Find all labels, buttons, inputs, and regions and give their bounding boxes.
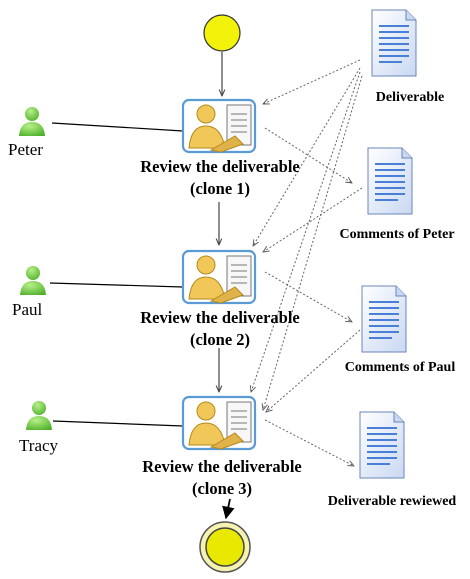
document-icon <box>371 9 417 77</box>
task-2-label-line1: Review the deliverable <box>140 308 299 327</box>
task-3-label-line1: Review the deliverable <box>142 457 301 476</box>
sequence-flows <box>219 52 222 392</box>
flow-task3-to-end <box>222 498 235 520</box>
document-label: Deliverable rewiewed <box>328 494 457 509</box>
actor-paul[interactable]: Paul <box>12 266 46 319</box>
actor-label: Paul <box>12 300 43 319</box>
document-deliverable-reviewed[interactable]: Deliverable rewiewed <box>328 411 457 509</box>
task-3-label-line2: (clone 3) <box>192 479 252 498</box>
document-comments-peter[interactable]: Comments of Peter <box>339 147 455 242</box>
actor-label: Peter <box>8 140 43 159</box>
tracy-line <box>52 420 184 427</box>
assoc-comments-paul-to-task3 <box>266 329 361 412</box>
task-icon-3[interactable] <box>181 395 257 451</box>
task-icon-1[interactable] <box>181 98 257 154</box>
document-icon <box>359 411 405 479</box>
document-icon <box>367 147 413 215</box>
user-icon <box>26 401 52 430</box>
document-label: Comments of Peter <box>339 227 454 242</box>
data-associations <box>251 59 363 466</box>
end-event[interactable] <box>199 521 251 573</box>
task-icon-2[interactable] <box>181 249 257 305</box>
paul-line <box>49 282 184 288</box>
actor-peter[interactable]: Peter <box>8 107 45 159</box>
start-event[interactable] <box>203 14 241 52</box>
assoc-deliverable-to-task3 <box>251 71 361 392</box>
assoc-task2-to-comments-paul <box>264 271 352 322</box>
peter-line <box>51 122 184 132</box>
assoc-task3-to-deliverable-reviewed <box>264 419 354 466</box>
document-label: Deliverable <box>376 90 444 105</box>
actor-tracy[interactable]: Tracy <box>19 401 59 455</box>
actor-label: Tracy <box>19 436 59 455</box>
assoc-deliverable-to-task1 <box>263 59 361 104</box>
task-1-label-line2: (clone 1) <box>190 179 250 198</box>
document-icon <box>361 285 407 353</box>
document-deliverable[interactable]: Deliverable <box>371 9 444 105</box>
task-2-label-line2: (clone 2) <box>190 330 250 349</box>
actor-lines <box>49 122 184 427</box>
assoc-deliverable-to-task2 <box>253 67 361 246</box>
task-1-label-line1: Review the deliverable <box>140 157 299 176</box>
document-label: Comments of Paul <box>345 360 456 375</box>
document-comments-paul[interactable]: Comments of Paul <box>345 285 456 375</box>
user-icon <box>20 266 46 295</box>
assoc-task1-to-comments-peter <box>264 127 352 183</box>
user-icon <box>19 107 45 136</box>
